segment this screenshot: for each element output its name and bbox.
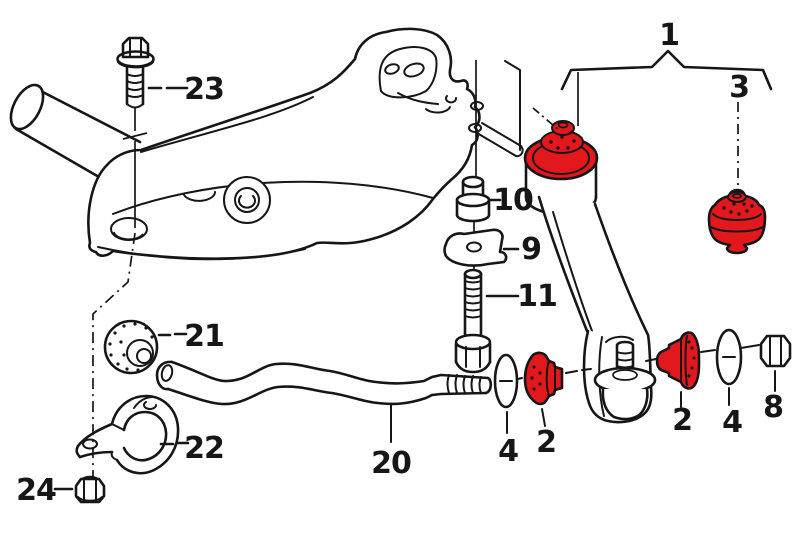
callout-10: 10: [493, 183, 533, 218]
long-bolt-11: [454, 268, 492, 374]
callout-4-right: 4: [722, 405, 742, 440]
subframe-boss: [223, 176, 271, 224]
callout-4-left: 4: [498, 434, 518, 469]
arm-pivot-bushing: [523, 120, 599, 216]
callout-2-right: 2: [672, 403, 692, 438]
ball-joint: [582, 329, 657, 424]
callout-21: 21: [184, 319, 224, 354]
bracket-hole-small: [384, 63, 400, 75]
leader-lines: [53, 49, 776, 491]
callout-11: 11: [517, 279, 557, 314]
flange-bolt-23: [116, 36, 155, 228]
callout-1: 1: [659, 18, 679, 53]
callout-8: 8: [763, 390, 783, 425]
control-arm-assembly-1: [523, 120, 657, 424]
washer-4-left: [493, 353, 519, 409]
axis-line-clamp: [92, 232, 136, 477]
subframe-crescent-hole: [183, 191, 216, 202]
stabilizer-bar-20: [155, 360, 493, 406]
bracket-hole-large: [403, 62, 425, 78]
cone-bushing-2-left: [523, 351, 564, 406]
callout-24: 24: [16, 473, 56, 508]
clamp-bracket-22: [75, 394, 180, 475]
callout-2-left: 2: [536, 425, 556, 460]
callout-23: 23: [184, 72, 224, 107]
washer-4-right: [715, 328, 743, 386]
lock-nut-8: [759, 334, 792, 368]
callout-1-bracket: [560, 49, 773, 91]
stabilizer-bushing-21: [103, 319, 159, 375]
callouts: 1 3 23 10 9 11 21 22 24 20 4 2 2 4 8: [16, 18, 784, 508]
callout-3: 3: [729, 70, 749, 105]
callout-9: 9: [521, 232, 541, 267]
bushing-3: [707, 188, 767, 255]
callout-20: 20: [371, 446, 411, 481]
spacer-sleeve-10: [455, 175, 491, 223]
clamp-nut-24: [74, 475, 106, 504]
subframe-crossmember: [87, 27, 524, 261]
cone-bushing-2-right: [655, 331, 701, 390]
callout-22: 22: [184, 431, 224, 466]
subframe-bolt-hole: [110, 217, 148, 241]
retaining-plate-9: [443, 228, 508, 267]
